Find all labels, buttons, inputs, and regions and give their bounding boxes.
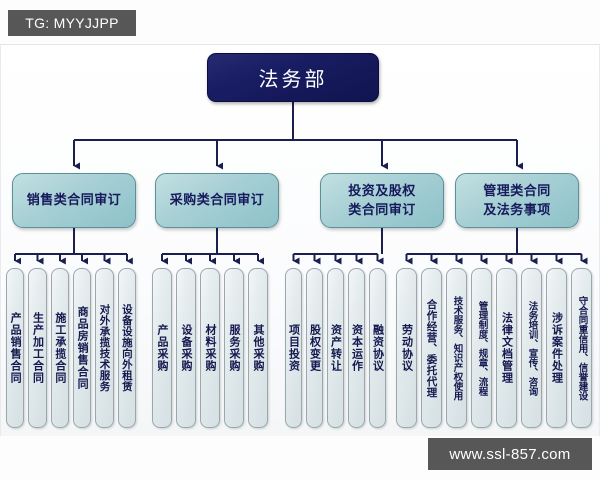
leaf-node-label: 产品销售合同 <box>9 312 23 384</box>
leaf-node-label: 其他采购 <box>252 324 265 372</box>
leaf-node-label: 法务培训、宣传、咨询 <box>526 300 538 396</box>
leaf-node-proc-4[interactable]: 服务采购 <box>224 268 244 428</box>
leaf-node-label: 股权变更 <box>308 324 322 372</box>
canvas-edge-left <box>0 44 1 436</box>
leaf-node-sales-2[interactable]: 生产加工合同 <box>28 268 47 428</box>
leaf-node-label: 法律文档管理 <box>500 312 514 384</box>
leaf-node-label: 守合同重信用、信誉建设 <box>576 295 588 401</box>
department-node-procurement[interactable]: 采购类合同审订 <box>155 173 279 228</box>
leaf-node-mgmt-7[interactable]: 涉诉案件处理 <box>546 268 567 428</box>
leaf-node-label: 劳动协议 <box>400 324 414 372</box>
leaf-node-label: 项目投资 <box>287 324 301 372</box>
leaf-node-mgmt-8[interactable]: 守合同重信用、信誉建设 <box>571 268 592 428</box>
watermark-bottom: www.ssl-857.com <box>428 438 592 470</box>
department-node-label: 采购类合同审订 <box>169 193 265 208</box>
leaf-node-mgmt-5[interactable]: 法律文档管理 <box>496 268 517 428</box>
leaf-node-inv-5[interactable]: 融资协议 <box>369 268 386 428</box>
leaf-node-mgmt-1[interactable]: 劳动协议 <box>396 268 417 428</box>
leaf-node-mgmt-4[interactable]: 管理制度、规章、流程 <box>471 268 492 428</box>
leaf-node-label: 施工承揽合同 <box>53 312 67 384</box>
leaf-node-label: 生产加工合同 <box>31 312 45 384</box>
department-node-label: 管理类合同 及法务事项 <box>483 183 551 218</box>
department-node-label: 销售类合同审订 <box>26 193 122 208</box>
leaf-node-proc-5[interactable]: 其他采购 <box>248 268 268 428</box>
leaf-node-sales-6[interactable]: 设备设施向外租赁 <box>117 268 136 428</box>
leaf-node-label: 产品采购 <box>156 324 169 372</box>
leaf-node-sales-5[interactable]: 对外承揽技术服务 <box>95 268 114 428</box>
leaf-node-label: 资本运作 <box>350 324 364 372</box>
leaf-node-label: 融资协议 <box>371 324 385 372</box>
leaf-node-label: 对外承揽技术服务 <box>98 304 111 392</box>
leaf-node-label: 材料采购 <box>204 324 217 372</box>
leaf-node-sales-4[interactable]: 商品房销售合同 <box>73 268 92 428</box>
leaf-node-mgmt-2[interactable]: 合作经营、委托代理 <box>421 268 442 428</box>
leaf-node-proc-2[interactable]: 设备采购 <box>176 268 196 428</box>
leaf-node-label: 管理制度、规章、流程 <box>476 300 488 396</box>
leaf-node-label: 合作经营、委托代理 <box>425 298 438 398</box>
leaf-node-proc-3[interactable]: 材料采购 <box>200 268 220 428</box>
leaf-node-inv-3[interactable]: 资产转让 <box>327 268 344 428</box>
leaf-node-label: 商品房销售合同 <box>76 306 90 390</box>
leaf-node-inv-4[interactable]: 资本运作 <box>348 268 365 428</box>
root-node-label: 法务部 <box>258 67 328 91</box>
leaf-node-sales-1[interactable]: 产品销售合同 <box>6 268 25 428</box>
department-node-sales[interactable]: 销售类合同审订 <box>12 173 136 228</box>
leaf-node-label: 设备设施向外租赁 <box>120 304 133 392</box>
leaf-node-inv-1[interactable]: 项目投资 <box>285 268 302 428</box>
leaf-node-mgmt-6[interactable]: 法务培训、宣传、咨询 <box>521 268 542 428</box>
leaf-node-label: 资产转让 <box>329 324 343 372</box>
leaf-node-label: 服务采购 <box>228 324 241 372</box>
department-node-label: 投资及股权 类合同审订 <box>348 183 416 218</box>
root-node-legal-department[interactable]: 法务部 <box>207 53 379 102</box>
leaf-node-inv-2[interactable]: 股权变更 <box>306 268 323 428</box>
department-node-investment[interactable]: 投资及股权 类合同审订 <box>320 173 444 228</box>
leaf-node-label: 涉诉案件处理 <box>550 312 564 384</box>
leaf-node-label: 设备采购 <box>180 324 193 372</box>
leaf-node-proc-1[interactable]: 产品采购 <box>152 268 172 428</box>
department-node-management[interactable]: 管理类合同 及法务事项 <box>455 173 579 228</box>
leaf-node-sales-3[interactable]: 施工承揽合同 <box>50 268 69 428</box>
leaf-node-label: 技术服务、知识产权使用 <box>451 295 463 401</box>
watermark-top: TG: MYYJJPP <box>8 10 136 36</box>
leaf-node-mgmt-3[interactable]: 技术服务、知识产权使用 <box>446 268 467 428</box>
